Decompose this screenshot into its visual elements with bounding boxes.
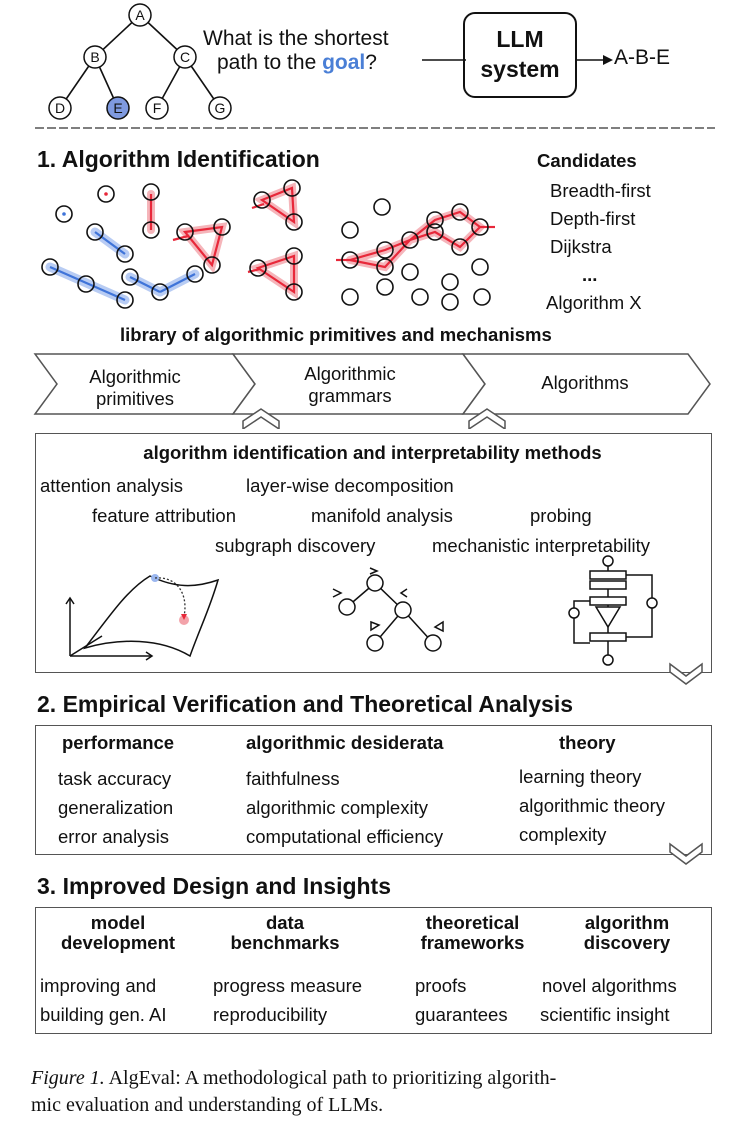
candidate-item: Breadth-first (550, 180, 651, 201)
attention-tree-illustration (332, 567, 444, 652)
manifold-illustration (65, 574, 220, 661)
list-item: error analysis (58, 826, 170, 847)
list-item: progress measure (213, 975, 363, 996)
method-mechanistic-interpretability: mechanistic interpretability (432, 535, 650, 556)
svg-text:E: E (113, 100, 122, 116)
example-tree: A B C D E F G (48, 3, 232, 120)
up-chevron-right (468, 408, 506, 429)
svg-text:B: B (90, 49, 99, 65)
method-attention-analysis: attention analysis (40, 475, 183, 496)
candidate-item: Algorithm X (546, 292, 642, 313)
list-item: faithfulness (246, 768, 340, 789)
tree-node-e (106, 96, 130, 120)
tree-node-a (128, 3, 152, 27)
list-item: generalization (58, 797, 174, 818)
svg-text:F: F (153, 100, 162, 116)
svg-text:D: D (55, 100, 65, 116)
methods-title: algorithm identification and interpretab… (143, 442, 602, 463)
section2-box (35, 725, 712, 855)
algorithmic-primitives-illustration (41, 179, 495, 311)
section3-col-title-theoretical: theoretical frameworks (420, 912, 525, 953)
arrow-label-grammars: Algorithmic grammars (304, 363, 396, 406)
tree-node-c (173, 45, 197, 69)
list-item: building gen. AI (40, 1004, 167, 1025)
method-subgraph-discovery: subgraph discovery (215, 535, 376, 556)
list-item: proofs (415, 975, 467, 996)
list-item: guarantees (415, 1004, 508, 1025)
list-item: computational efficiency (246, 826, 444, 847)
arrow-algorithms (461, 353, 711, 415)
section3-col-title-model: model development (60, 912, 176, 953)
section3-title: 3. Improved Design and Insights (37, 873, 392, 899)
list-item: algorithmic theory (519, 795, 666, 816)
section3-col-model: improving and building gen. AI (40, 971, 167, 1029)
system-to-answer-arrow (577, 55, 613, 65)
section2-col-title-desiderata: algorithmic desiderata (246, 732, 444, 753)
candidates-title: Candidates (537, 150, 637, 171)
method-probing: probing (530, 505, 592, 526)
section2-col-desiderata: faithfulness algorithmic complexity comp… (246, 764, 443, 851)
down-chevron-2 (669, 842, 703, 865)
list-item: novel algorithms (542, 975, 677, 996)
figure-caption: Figure 1. AlgEval: A methodological path… (31, 1065, 721, 1119)
question-line1: What is the shortest (203, 27, 389, 50)
list-item: task accuracy (58, 768, 172, 789)
section2-col-title-theory: theory (559, 732, 616, 753)
question-text: What is the shortest path to the goal? (203, 27, 389, 75)
caption-text-line2: mic evaluation and understanding of LLMs… (31, 1094, 384, 1116)
section2-col-theory: learning theory algorithmic theory compl… (519, 762, 665, 849)
goal-word: goal (322, 51, 366, 74)
list-item: learning theory (519, 766, 642, 787)
section3-col-title-discovery: algorithm discovery (583, 912, 671, 953)
svg-text:A: A (135, 7, 145, 23)
arrow-label-primitives: Algorithmic primitives (89, 366, 181, 409)
list-item: algorithmic complexity (246, 797, 428, 818)
method-manifold-analysis: manifold analysis (311, 505, 453, 526)
pipeline-arrows (33, 353, 711, 429)
list-item: complexity (519, 824, 607, 845)
section3-col-discovery: novel algorithms scientific insight (540, 971, 677, 1029)
system-line1: LLM (496, 26, 544, 52)
section2-title: 2. Empirical Verification and Theoretica… (37, 691, 574, 717)
list-item: reproducibility (213, 1004, 328, 1025)
section3-col-data: progress measure reproducibility (213, 971, 362, 1029)
method-feature-attribution: feature attribution (92, 505, 236, 526)
list-item: scientific insight (540, 1004, 670, 1025)
section3-box (35, 907, 712, 1034)
dashed-separator (35, 127, 715, 129)
candidate-item: Depth-first (550, 208, 636, 229)
section1-title: 1. Algorithm Identification (37, 146, 320, 172)
question-to-system-arrow (422, 59, 466, 61)
candidates-list: Breadth-first Depth-first Dijkstra ... A… (546, 177, 651, 317)
llm-system-box: LLM system (463, 12, 577, 98)
question-line2: path to the goal? (217, 51, 377, 74)
section2-col-performance: task accuracy generalization error analy… (58, 764, 173, 851)
candidate-item: ... (582, 264, 598, 285)
tree-node-b (83, 45, 107, 69)
svg-text:G: G (215, 100, 226, 116)
section3-col-title-data: data benchmarks (230, 912, 340, 953)
section2-col-title-performance: performance (62, 732, 175, 753)
method-layer-wise-decomposition: layer-wise decomposition (246, 475, 454, 496)
tree-node-f (145, 96, 169, 120)
list-item: improving and (40, 975, 157, 996)
circuit-illustration (568, 555, 658, 666)
library-label: library of algorithmic primitives and me… (120, 324, 552, 345)
answer-text: A-B-E (614, 46, 671, 69)
arrow-label-algorithms: Algorithms (541, 372, 629, 393)
caption-label: Figure 1. (31, 1067, 105, 1089)
tree-node-d (48, 96, 72, 120)
tree-node-g (208, 96, 232, 120)
svg-text:C: C (180, 49, 190, 65)
candidate-item: Dijkstra (550, 236, 612, 257)
down-chevron-1 (669, 662, 703, 685)
section3-col-theoretical: proofs guarantees (415, 971, 508, 1029)
system-line2: system (480, 56, 560, 82)
up-chevron-left (242, 408, 280, 429)
caption-text-line1: AlgEval: A methodological path to priori… (104, 1067, 557, 1089)
